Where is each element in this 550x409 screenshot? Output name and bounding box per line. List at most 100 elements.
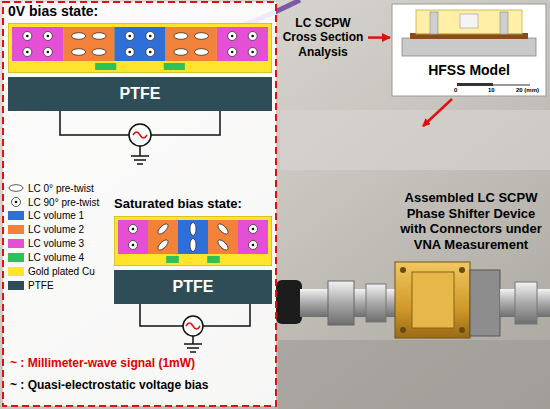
state-heading: 0V bias state: (8, 3, 98, 19)
scale-label: 0 (454, 87, 457, 93)
legend-swatch (8, 267, 24, 276)
gold-conductor (8, 23, 272, 73)
lc-molecule-symbol (194, 49, 208, 56)
lc-volume-4 (166, 256, 179, 263)
lc-molecule-symbol (190, 223, 196, 236)
legend-symbol (8, 182, 24, 194)
scale-label: 10 (488, 87, 495, 93)
legend-row: LC volume 2 (8, 224, 84, 235)
lc-molecule-symbol (92, 33, 106, 40)
connector-arrow (368, 36, 390, 39)
lc-molecule-symbol (156, 238, 169, 251)
lc-molecule-symbol (12, 198, 21, 207)
legend-text: LC 0° pre-twist (28, 183, 94, 194)
lc-molecule-symbol (190, 239, 196, 252)
legend-row: LC volume 1 (8, 210, 84, 221)
lc-molecule-symbol (174, 49, 188, 56)
legend-row: PTFE (8, 280, 54, 291)
lc-volume (217, 27, 268, 61)
legend-row: LC 0° pre-twist (8, 182, 94, 194)
lc-molecule-symbol (43, 32, 52, 41)
lc-volume (178, 220, 208, 254)
legend-row: LC volume 4 (8, 252, 84, 263)
text-node: Assembled LC SCPW Phase Shifter Device w… (396, 190, 546, 252)
legend-text: Gold plated Cu (28, 266, 95, 277)
lc-molecule-symbol (216, 222, 229, 235)
lc-molecule-symbol (125, 32, 134, 41)
lc-molecule-dot (251, 35, 254, 38)
lc-molecule-dot (252, 244, 255, 247)
legend-text: PTFE (28, 280, 54, 291)
lc-molecule-dot (231, 35, 234, 38)
lc-molecule-symbol (249, 225, 258, 234)
lc-molecule-symbol (248, 48, 257, 57)
text-node: LC SCPW Cross Section Analysis (280, 16, 366, 59)
lc-molecule-symbol (72, 33, 86, 40)
legend-text: LC volume 1 (28, 210, 84, 221)
cross-section-box: Saturated bias state:PTFE (114, 196, 272, 304)
lc-molecule-dot (26, 51, 29, 54)
lc-molecule-symbol (146, 48, 155, 57)
lc-molecule-symbol (129, 225, 138, 234)
lc-molecule-dot (128, 35, 131, 38)
lc-cross-section (8, 23, 272, 73)
annotation-text: Assembled LC SCPW Phase Shifter Device w… (396, 190, 546, 252)
legend-swatch (8, 225, 24, 234)
legend-text: LC volume 4 (28, 252, 84, 263)
cross-section-box: 0V bias state: PTFE (8, 3, 272, 111)
model-label: HFSS Model (392, 62, 546, 78)
lc-volume (118, 220, 148, 254)
hfss-model-figure (392, 4, 546, 96)
annotation-text: LC SCPW Cross Section Analysis (280, 16, 366, 59)
lc-molecule-dot (149, 35, 152, 38)
lc-molecule-symbol (129, 241, 138, 250)
legend-row: LC volume 3 (8, 238, 84, 249)
lc-volume (148, 220, 178, 254)
lc-molecule-dot (15, 201, 18, 204)
lc-molecule-dot (47, 35, 50, 38)
substrate-band: PTFE (114, 270, 272, 304)
lc-molecule-symbol (23, 32, 32, 41)
lc-molecule-dot (149, 51, 152, 54)
lc-molecule-dot (231, 51, 234, 54)
legend-text: LC volume 3 (28, 238, 84, 249)
bias-circuit (60, 111, 250, 352)
legend-text: LC volume 2 (28, 224, 84, 235)
lc-molecule-symbol (228, 48, 237, 57)
lc-molecule-symbol (194, 33, 208, 40)
legend-symbol (8, 196, 24, 208)
lc-molecule-dot (251, 51, 254, 54)
lc-volume (114, 27, 165, 61)
legend-swatch (8, 253, 24, 262)
substrate-band: PTFE (8, 77, 272, 111)
lc-molecule-symbol (125, 48, 134, 57)
legend-row: LC 90° pre-twist (8, 196, 99, 208)
lc-volume-4 (207, 256, 220, 263)
lc-molecule-dot (128, 51, 131, 54)
lc-volume-4 (164, 63, 185, 70)
lc-volume-4 (95, 63, 116, 70)
lc-volume (63, 27, 114, 61)
legend-swatch (8, 239, 24, 248)
lc-volume (166, 27, 217, 61)
layer-label: PTFE (173, 278, 214, 296)
lc-molecule-symbol (156, 222, 169, 235)
lc-molecule-dot (132, 244, 135, 247)
lc-molecule-symbol (92, 49, 106, 56)
lc-molecule-symbol (23, 48, 32, 57)
lc-volume (12, 27, 63, 61)
dashed-panel (3, 2, 276, 406)
layer-label: PTFE (120, 85, 161, 103)
lc-molecule-symbol (72, 49, 86, 56)
lc-molecule-symbol (43, 48, 52, 57)
lc-molecule-dot (47, 51, 50, 54)
signal-note: ~ : Millimeter-wave signal (1mW) (10, 356, 195, 370)
lc-molecule-symbol (248, 32, 257, 41)
lc-molecule-dot (132, 228, 135, 231)
pointer-arrow (423, 99, 452, 126)
signal-note: ~ : Quasi-electrostatic voltage bias (10, 378, 208, 392)
gold-conductor (114, 216, 272, 266)
legend-row: Gold plated Cu (8, 266, 95, 277)
lc-molecule-symbol (228, 32, 237, 41)
